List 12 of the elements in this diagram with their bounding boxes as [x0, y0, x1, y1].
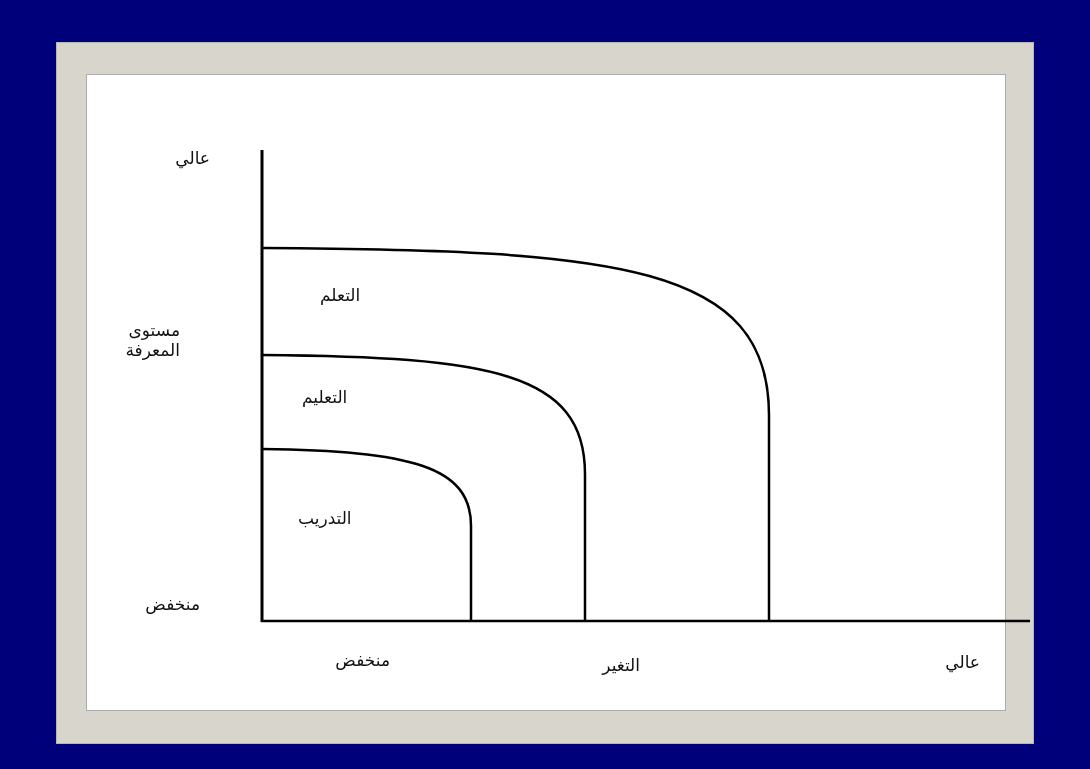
curve-region — [262, 448, 474, 621]
axis-label: منخفض — [144, 594, 200, 614]
axis-label: عالي — [944, 652, 980, 672]
axis-title: مستوى المعرفة — [124, 320, 180, 360]
curve-region — [262, 247, 772, 621]
curve-region — [262, 354, 588, 621]
axis-label: منخفض — [334, 650, 390, 670]
region-label: التدريب — [298, 508, 352, 528]
axis-title: التغير — [600, 655, 640, 675]
region-label: التعليم — [302, 387, 348, 407]
region-label: التعلم — [320, 285, 361, 305]
axis-label: عالي — [174, 148, 210, 168]
